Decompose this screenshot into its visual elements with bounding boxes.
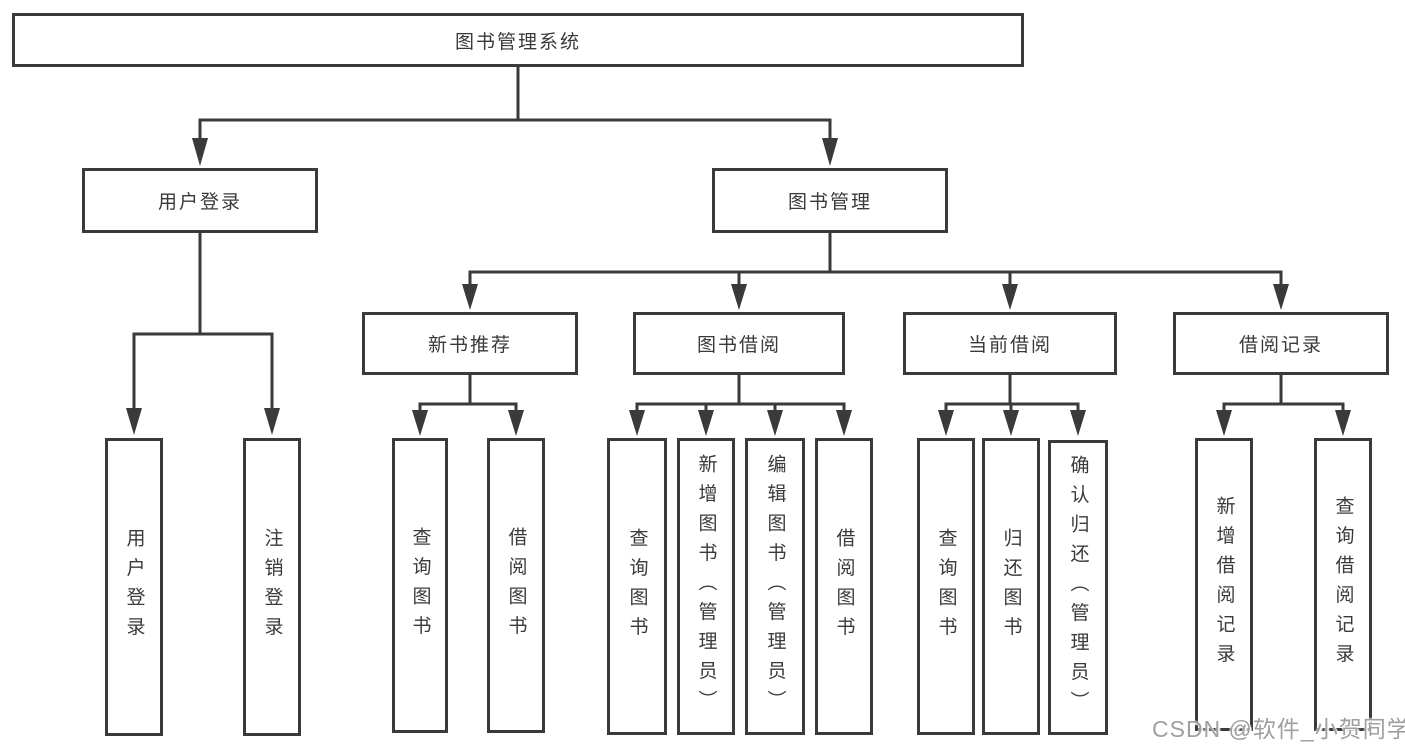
leaf-query-books-current-label: 查询图书: [935, 527, 957, 646]
leaf-user-login-label: 用户登录: [123, 528, 145, 646]
leaf-borrow-books-2-label: 借阅图书: [833, 527, 855, 646]
leaf-return-books-label: 归还图书: [1000, 527, 1022, 646]
node-current-borrow: 当前借阅: [903, 312, 1117, 375]
node-user-login: 用户登录: [82, 168, 318, 233]
leaf-user-login: 用户登录: [105, 438, 163, 736]
node-book-management: 图书管理: [712, 168, 948, 233]
leaf-logout-label: 注销登录: [261, 528, 283, 646]
node-book-borrow-label: 图书借阅: [696, 335, 781, 356]
leaf-query-borrow-record-label: 查询借阅记录: [1332, 496, 1354, 673]
node-root: 图书管理系统: [12, 13, 1024, 67]
leaf-add-book-admin: 新增图书（管理员）: [677, 438, 735, 735]
leaf-confirm-return-admin: 确认归还（管理员）: [1048, 440, 1108, 735]
node-new-book-recommend-label: 新书推荐: [427, 335, 512, 356]
leaf-query-books-recommend: 查询图书: [392, 438, 448, 733]
leaf-add-borrow-record-label: 新增借阅记录: [1213, 496, 1235, 673]
leaf-query-books-borrow: 查询图书: [607, 438, 667, 735]
node-new-book-recommend: 新书推荐: [362, 312, 578, 375]
leaf-confirm-return-admin-label: 确认归还（管理员）: [1067, 454, 1089, 721]
node-book-management-label: 图书管理: [787, 192, 872, 213]
leaf-query-borrow-record: 查询借阅记录: [1314, 438, 1372, 731]
node-book-borrow: 图书借阅: [633, 312, 845, 375]
leaf-borrow-books-recommend: 借阅图书: [487, 438, 545, 733]
leaf-edit-book-admin-label: 编辑图书（管理员）: [764, 453, 786, 720]
leaf-logout: 注销登录: [243, 438, 301, 736]
leaf-query-books-recommend-label: 查询图书: [409, 526, 431, 645]
leaf-borrow-books-recommend-label: 借阅图书: [505, 526, 527, 645]
node-user-login-label: 用户登录: [157, 192, 242, 213]
leaf-add-book-admin-label: 新增图书（管理员）: [695, 453, 717, 720]
node-borrow-records-label: 借阅记录: [1238, 335, 1323, 356]
node-borrow-records: 借阅记录: [1173, 312, 1389, 375]
node-root-label: 图书管理系统: [454, 31, 581, 53]
leaf-add-borrow-record: 新增借阅记录: [1195, 438, 1253, 731]
watermark-text: CSDN @软件_小贺同学: [1152, 716, 1405, 742]
leaf-return-books: 归还图书: [982, 438, 1040, 735]
leaf-borrow-books-2: 借阅图书: [815, 438, 873, 735]
leaf-query-books-current: 查询图书: [917, 438, 975, 735]
node-current-borrow-label: 当前借阅: [967, 335, 1052, 356]
leaf-query-books-borrow-label: 查询图书: [626, 527, 648, 646]
leaf-edit-book-admin: 编辑图书（管理员）: [745, 438, 805, 735]
